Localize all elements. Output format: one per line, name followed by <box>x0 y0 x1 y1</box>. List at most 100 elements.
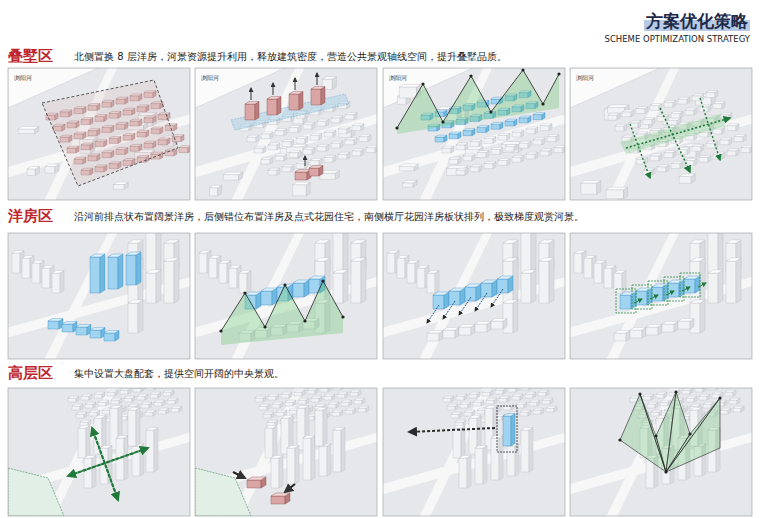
building-face <box>289 410 297 414</box>
building-face <box>495 390 503 394</box>
arrow-line <box>409 428 495 432</box>
building-roof <box>282 140 294 142</box>
building-roof <box>482 390 493 392</box>
building-face <box>141 404 149 408</box>
building-face <box>354 400 362 404</box>
vertex-dot <box>618 438 621 441</box>
building-roof <box>443 396 454 398</box>
building-roof <box>734 135 746 137</box>
building-roof <box>427 331 443 333</box>
building-face <box>475 324 487 332</box>
building-roof <box>449 288 465 291</box>
building-roof <box>427 271 439 273</box>
building-face <box>512 157 521 162</box>
building-face <box>320 388 328 392</box>
building-roof <box>111 398 122 400</box>
building-face <box>477 153 486 158</box>
building-roof <box>350 390 361 392</box>
arrow-line <box>285 484 295 492</box>
building-face <box>713 154 722 159</box>
building-face <box>491 149 500 154</box>
building-face <box>275 156 284 161</box>
building-face <box>124 398 132 402</box>
building-face <box>265 428 273 458</box>
panel <box>383 68 565 200</box>
vertex-dot <box>521 68 524 71</box>
building-face <box>85 404 93 408</box>
building-face <box>282 167 291 172</box>
building-roof <box>512 130 524 132</box>
building-roof <box>150 392 161 394</box>
site-outline <box>42 80 178 186</box>
vertex-dot <box>441 120 444 123</box>
building-roof <box>303 436 315 438</box>
panel-ground <box>8 233 190 359</box>
building-face <box>484 138 493 143</box>
building-roof <box>690 408 702 410</box>
building-roof <box>268 394 279 396</box>
building-face <box>703 404 711 408</box>
building-side <box>279 456 283 488</box>
building-face <box>113 185 124 190</box>
building-face <box>289 127 298 132</box>
building-side <box>321 87 325 105</box>
building-side <box>531 233 536 273</box>
building-roof <box>720 408 731 410</box>
building-side <box>140 444 144 476</box>
building-roof <box>45 164 59 166</box>
building-roof <box>271 456 283 458</box>
arrow-line <box>491 289 503 307</box>
building-face <box>267 99 277 115</box>
building-face <box>126 255 136 285</box>
building-side <box>703 388 706 392</box>
panel-ground <box>8 388 190 516</box>
building-roof <box>443 328 459 330</box>
building-roof <box>281 392 292 394</box>
building-roof <box>656 392 667 394</box>
building-roof <box>333 428 345 430</box>
building-face <box>706 143 715 148</box>
road <box>570 277 752 338</box>
building-face <box>435 137 444 142</box>
building-roof <box>668 280 684 283</box>
building-roof <box>403 180 418 182</box>
building-roof <box>539 240 554 243</box>
building-roof <box>529 400 540 402</box>
building-face <box>482 392 490 396</box>
building-roof <box>78 426 90 428</box>
building-face <box>259 406 267 410</box>
building-roof <box>684 276 700 279</box>
building-face <box>146 430 154 472</box>
panel <box>570 388 752 516</box>
building-roof <box>469 392 480 394</box>
building-face <box>584 258 592 278</box>
building-roof <box>98 400 109 402</box>
building-roof <box>417 266 429 268</box>
building-face <box>89 412 97 416</box>
building-roof <box>615 124 627 126</box>
arrow-line <box>666 291 674 295</box>
building-face <box>682 390 690 394</box>
building-face <box>146 273 156 303</box>
building-side <box>700 300 705 333</box>
building-roof <box>643 394 654 396</box>
panel-border <box>195 233 377 359</box>
building-roof <box>247 477 266 480</box>
building-roof <box>397 256 409 258</box>
building-face <box>229 268 237 288</box>
arrow-line <box>92 428 118 500</box>
building-face <box>533 115 542 120</box>
building-face <box>245 104 255 120</box>
building-face <box>727 126 736 131</box>
building-roof <box>94 416 106 418</box>
building-roof <box>272 402 283 404</box>
panel-ground <box>570 68 752 200</box>
building-face <box>678 321 690 329</box>
building-roof <box>261 288 277 291</box>
building-side <box>311 436 315 480</box>
building-face <box>254 148 263 153</box>
building-roof <box>267 420 278 422</box>
building-roof <box>126 252 141 255</box>
building-face <box>538 392 546 396</box>
building-roof <box>505 119 517 121</box>
